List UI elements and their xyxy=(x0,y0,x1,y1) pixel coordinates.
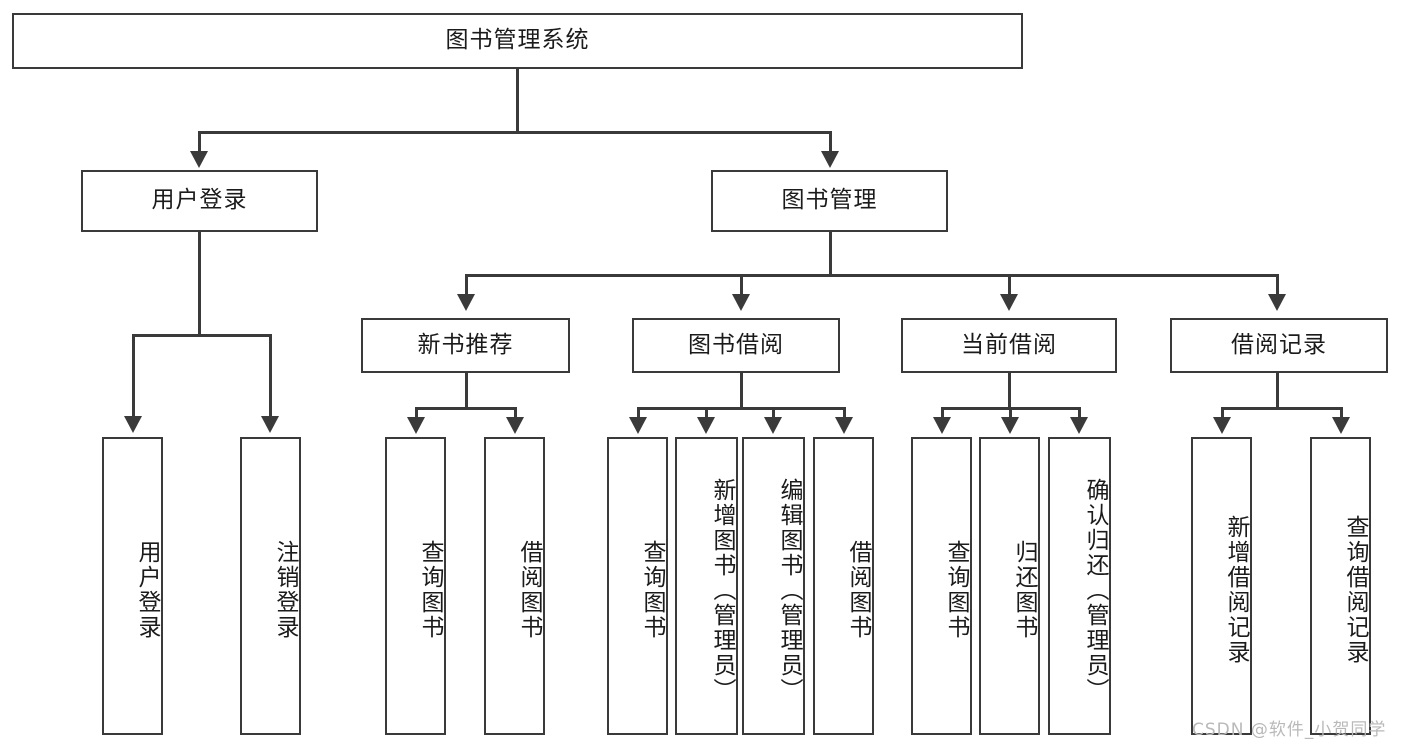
connector-drop-leaf-user-login xyxy=(132,334,135,418)
leaf-cb-confirm-return-admin[interactable]: 确认归还（管理员） xyxy=(1048,437,1111,735)
connector-book-management-stem xyxy=(829,232,832,276)
connector-drop-cb-leaf-1 xyxy=(1009,407,1012,419)
connector-drop-bb-leaf-1 xyxy=(705,407,708,419)
leaf-bb-add-book-admin[interactable]: 新增图书（管理员） xyxy=(675,437,738,735)
connector-book-borrow-bus xyxy=(637,407,846,410)
leaf-br-query-record[interactable]: 查询借阅记录 xyxy=(1310,437,1371,735)
arrowhead-br-leaf-0 xyxy=(1213,417,1231,434)
node-label: 查询借阅记录 xyxy=(1342,515,1368,665)
connector-level3-bus xyxy=(465,274,1279,277)
arrowhead-leaf-user-login xyxy=(124,416,142,433)
node-current-borrow[interactable]: 当前借阅 xyxy=(901,318,1117,373)
connector-borrow-record-stem xyxy=(1276,373,1279,409)
node-label: 用户登录 xyxy=(151,187,248,214)
connector-drop-cb-leaf-0 xyxy=(941,407,944,419)
node-label: 查询图书 xyxy=(417,540,443,640)
node-label: 新增借阅记录 xyxy=(1223,515,1249,665)
leaf-nbr-borrow-book[interactable]: 借阅图书 xyxy=(484,437,545,735)
connector-drop-bb-leaf-3 xyxy=(843,407,846,419)
node-borrow-record[interactable]: 借阅记录 xyxy=(1170,318,1388,373)
connector-user-login-stem xyxy=(198,232,201,336)
arrowhead-user-login xyxy=(190,151,208,168)
arrowhead-borrow-record xyxy=(1268,294,1286,311)
connector-new-book-recommend-stem xyxy=(465,373,468,409)
arrowhead-book-management xyxy=(821,151,839,168)
connector-drop-leaf-logout xyxy=(269,334,272,418)
node-label: 图书管理系统 xyxy=(445,27,590,54)
node-label: 借阅图书 xyxy=(516,540,542,640)
connector-drop-br-leaf-0 xyxy=(1221,407,1224,419)
connector-drop-new-book-recommend xyxy=(465,274,468,296)
arrowhead-bb-leaf-1 xyxy=(697,417,715,434)
connector-drop-borrow-record xyxy=(1276,274,1279,296)
arrowhead-bb-leaf-2 xyxy=(764,417,782,434)
node-label: 查询图书 xyxy=(639,540,665,640)
arrowhead-cb-leaf-0 xyxy=(933,417,951,434)
arrowhead-cb-leaf-1 xyxy=(1001,417,1019,434)
leaf-logout[interactable]: 注销登录 xyxy=(240,437,301,735)
node-label: 确认归还（管理员） xyxy=(1082,477,1108,703)
connector-level2-bus xyxy=(198,131,832,134)
arrowhead-nbr-leaf-0 xyxy=(407,417,425,434)
node-book-management[interactable]: 图书管理 xyxy=(711,170,948,232)
arrowhead-cb-leaf-2 xyxy=(1070,417,1088,434)
node-label: 查询图书 xyxy=(943,540,969,640)
connector-drop-br-leaf-1 xyxy=(1340,407,1343,419)
connector-current-borrow-stem xyxy=(1008,373,1011,409)
node-label: 归还图书 xyxy=(1011,540,1037,640)
connector-user-login-bus xyxy=(132,334,272,337)
connector-book-borrow-stem xyxy=(740,373,743,409)
node-label: 新书推荐 xyxy=(417,331,514,358)
leaf-bb-edit-book-admin[interactable]: 编辑图书（管理员） xyxy=(742,437,805,735)
connector-drop-cb-leaf-2 xyxy=(1078,407,1081,419)
connector-drop-nbr-leaf-0 xyxy=(415,407,418,419)
leaf-bb-borrow-book[interactable]: 借阅图书 xyxy=(813,437,874,735)
connector-drop-nbr-leaf-1 xyxy=(514,407,517,419)
arrowhead-nbr-leaf-1 xyxy=(506,417,524,434)
node-label: 图书借阅 xyxy=(688,331,784,358)
node-new-book-recommend[interactable]: 新书推荐 xyxy=(361,318,570,373)
node-label: 借阅图书 xyxy=(845,540,871,640)
node-label: 借阅记录 xyxy=(1231,331,1327,358)
node-label: 新增图书（管理员） xyxy=(709,477,735,703)
connector-drop-book-borrow xyxy=(740,274,743,296)
node-label: 注销登录 xyxy=(272,540,298,640)
leaf-cb-query-book[interactable]: 查询图书 xyxy=(911,437,972,735)
arrowhead-new-book-recommend xyxy=(457,294,475,311)
connector-drop-current-borrow xyxy=(1008,274,1011,296)
arrowhead-current-borrow xyxy=(1000,294,1018,311)
connector-new-book-recommend-bus xyxy=(415,407,517,410)
leaf-br-add-record[interactable]: 新增借阅记录 xyxy=(1191,437,1252,735)
arrowhead-br-leaf-1 xyxy=(1332,417,1350,434)
connector-drop-bb-leaf-0 xyxy=(637,407,640,419)
connector-drop-user-login xyxy=(198,131,201,153)
arrowhead-bb-leaf-3 xyxy=(835,417,853,434)
node-label: 图书管理 xyxy=(781,187,878,214)
leaf-user-login[interactable]: 用户登录 xyxy=(102,437,163,735)
leaf-cb-return-book[interactable]: 归还图书 xyxy=(979,437,1040,735)
node-label: 用户登录 xyxy=(134,540,160,640)
node-root-book-management-system[interactable]: 图书管理系统 xyxy=(12,13,1023,69)
arrowhead-leaf-logout xyxy=(261,416,279,433)
connector-drop-bb-leaf-2 xyxy=(772,407,775,419)
node-label: 编辑图书（管理员） xyxy=(776,477,802,703)
node-book-borrow[interactable]: 图书借阅 xyxy=(632,318,840,373)
connector-root-stem xyxy=(516,69,519,133)
leaf-bb-query-book[interactable]: 查询图书 xyxy=(607,437,668,735)
arrowhead-book-borrow xyxy=(732,294,750,311)
watermark-text: CSDN @软件_小贺同学 xyxy=(1192,720,1387,740)
leaf-nbr-query-book[interactable]: 查询图书 xyxy=(385,437,446,735)
arrowhead-bb-leaf-0 xyxy=(629,417,647,434)
connector-drop-book-management xyxy=(829,131,832,153)
node-label: 当前借阅 xyxy=(961,331,1057,358)
node-user-login[interactable]: 用户登录 xyxy=(81,170,318,232)
connector-borrow-record-bus xyxy=(1221,407,1343,410)
